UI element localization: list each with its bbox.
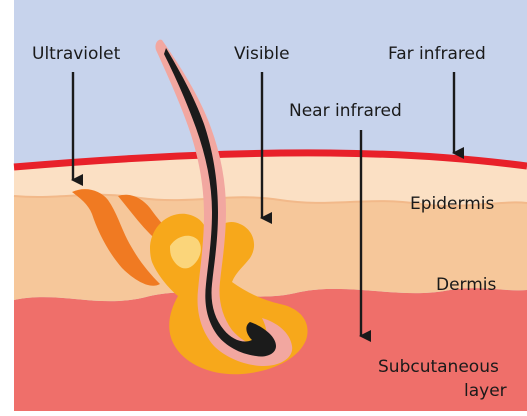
epidermis-label: Epidermis [410, 194, 494, 214]
subcutaneous-label-line2: layer [464, 381, 507, 401]
near-infrared-label: Near infrared [289, 101, 402, 121]
ultraviolet-label: Ultraviolet [32, 44, 121, 64]
subcutaneous-label-line1: Subcutaneous [378, 357, 499, 377]
visible-label: Visible [234, 44, 290, 64]
dermis-label: Dermis [436, 275, 497, 295]
far-infrared-label: Far infrared [388, 44, 486, 64]
